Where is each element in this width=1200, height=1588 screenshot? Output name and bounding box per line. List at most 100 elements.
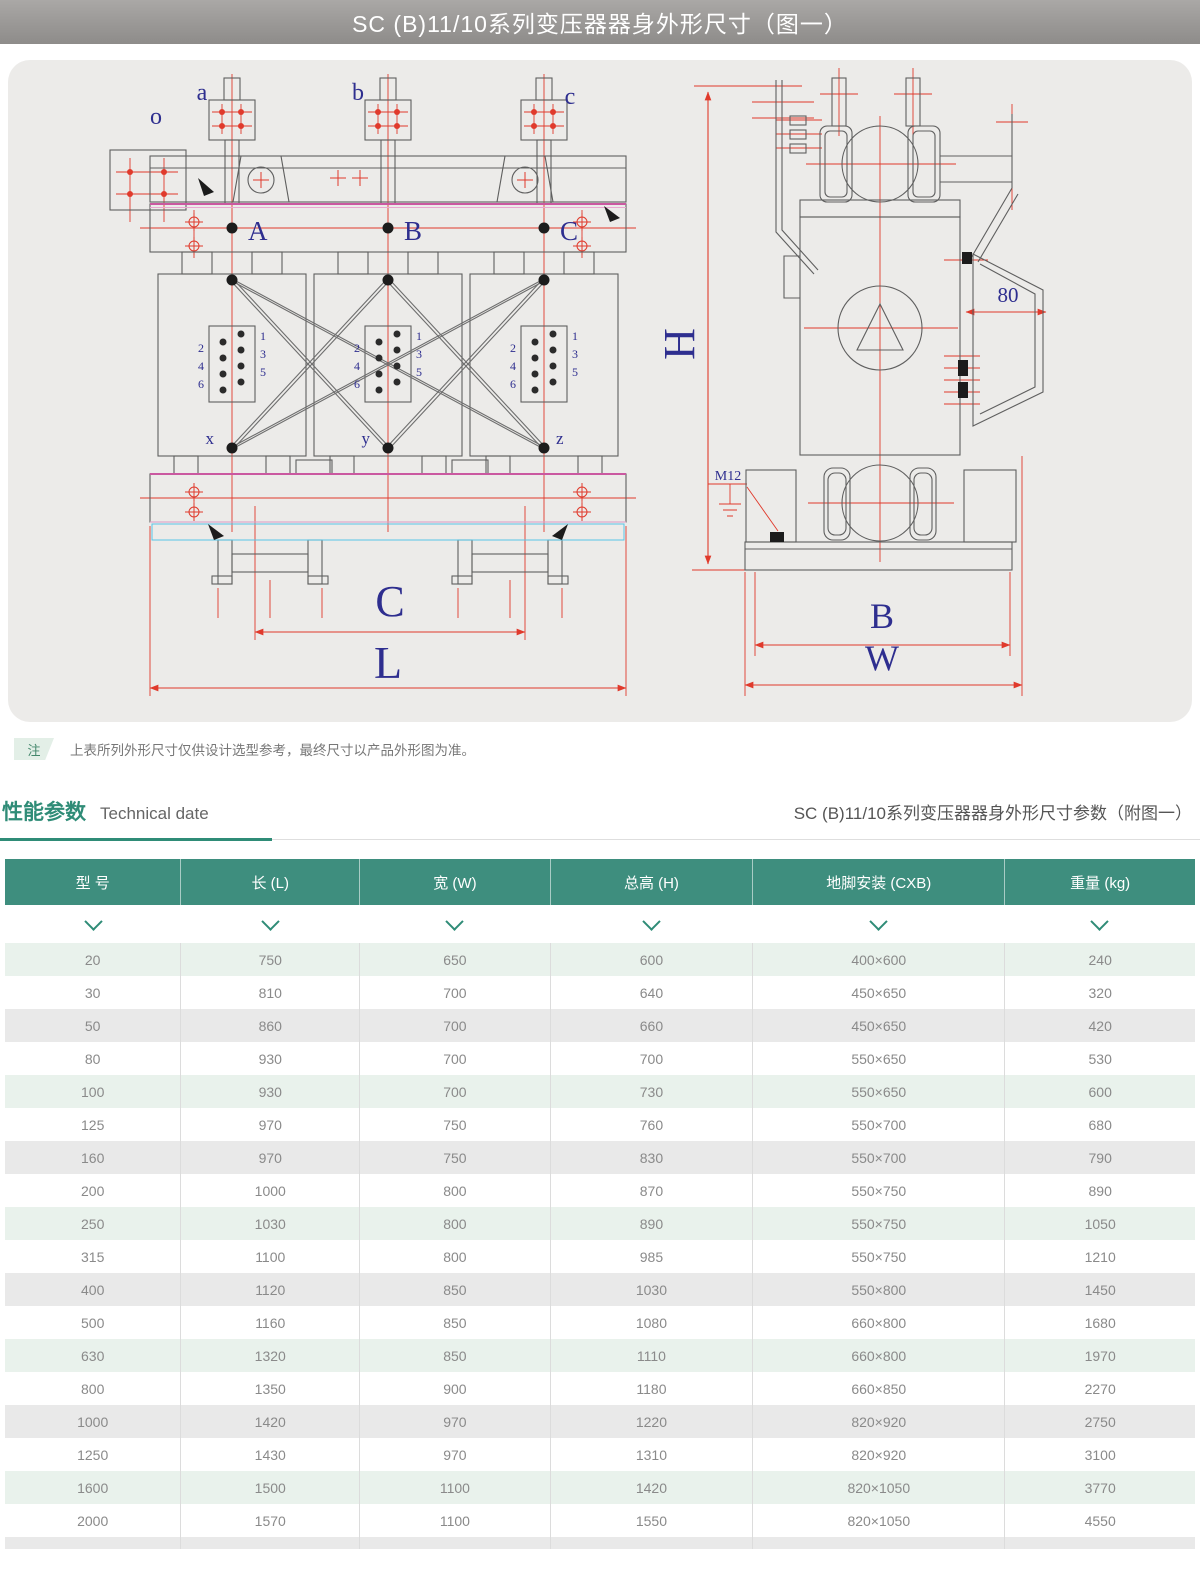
table-cell: 1100	[180, 1240, 359, 1273]
column-filter-chevron[interactable]	[181, 905, 360, 943]
table-cell	[359, 1537, 550, 1549]
table-cell: 985	[549, 1240, 752, 1273]
phase-label-B: B	[404, 216, 422, 246]
table-cell: 800	[359, 1207, 550, 1240]
chevron-down-icon	[83, 911, 103, 931]
table-cell: 1100	[359, 1471, 550, 1504]
table-cell: 890	[1004, 1174, 1195, 1207]
table-cell: 250	[81, 1215, 105, 1232]
column-filter-chevron[interactable]	[360, 905, 550, 943]
table-filter-row	[5, 905, 1195, 943]
note-row: 注 上表所列外形尺寸仅供设计选型参考，最终尺寸以产品外形图为准。	[14, 738, 1200, 760]
tap-number: 6	[354, 377, 360, 391]
table-row-partial	[5, 1537, 1195, 1549]
column-filter-chevron[interactable]	[550, 905, 752, 943]
table-cell: 750	[180, 943, 359, 976]
table-cell: 700	[359, 1009, 550, 1042]
column-filter-chevron[interactable]	[1005, 905, 1195, 943]
side-view: H 80 M12 B W	[655, 68, 1047, 696]
table-cell: 240	[1004, 943, 1195, 976]
col-header-weight: 重量 (kg)	[1004, 859, 1195, 905]
table-cell: 850	[359, 1273, 550, 1306]
table-cell: 550×650	[752, 1075, 1004, 1108]
dim-label-W: W	[865, 638, 899, 678]
table-cell: 1430	[180, 1438, 359, 1471]
table-cell: 3100	[1004, 1438, 1195, 1471]
section-subtitle: SC (B)11/10系列变压器器身外形尺寸参数（附图一）	[793, 804, 1192, 823]
tap-number: 6	[510, 377, 516, 391]
tap-number: 5	[260, 365, 266, 379]
tap-number: 3	[572, 347, 578, 361]
table-cell: 1570	[180, 1504, 359, 1537]
table-cell: 1550	[549, 1504, 752, 1537]
table-cell: 700	[359, 1075, 550, 1108]
table-cell: 820×920	[752, 1438, 1004, 1471]
table-cell: 1320	[180, 1339, 359, 1372]
page-title: SC (B)11/10系列变压器器身外形尺寸（图一）	[352, 11, 848, 37]
table-cell: 1600	[77, 1479, 109, 1496]
table-cell	[5, 1537, 180, 1549]
front-view: o a b c A B C x y z 2 4 6 1 3 5 2 4 6 1 …	[109, 74, 636, 696]
tap-number: 5	[572, 365, 578, 379]
note-tag: 注	[14, 738, 54, 760]
chevron-down-icon	[261, 911, 280, 931]
table-cell: 800	[81, 1380, 105, 1397]
tap-number: 3	[416, 347, 422, 361]
chevron-down-icon	[869, 911, 888, 931]
section-divider	[0, 838, 1200, 841]
col-header-foot-mount: 地脚安装 (CXB)	[752, 859, 1004, 905]
table-cell: 1310	[549, 1438, 752, 1471]
table-cell: 420	[1004, 1009, 1195, 1042]
table-cell: 530	[1004, 1042, 1195, 1075]
spec-table: 型 号 长 (L) 宽 (W) 总高 (H) 地脚安装 (CXB) 重量 (kg…	[5, 859, 1195, 1549]
table-cell: 200	[81, 1182, 105, 1199]
dim-label-80: 80	[998, 283, 1019, 307]
table-cell: 860	[180, 1009, 359, 1042]
chevron-down-icon	[1090, 911, 1109, 931]
table-cell: 660×800	[752, 1339, 1004, 1372]
table-cell: 400×600	[752, 943, 1004, 976]
table-cell: 1080	[549, 1306, 752, 1339]
neutral-label-y: y	[362, 429, 371, 448]
table-cell: 850	[359, 1306, 550, 1339]
table-cell: 970	[180, 1141, 359, 1174]
phase-label-C: C	[560, 216, 578, 246]
table-cell: 80	[84, 1050, 101, 1067]
neutral-label-x: x	[206, 429, 215, 448]
table-cell: 1030	[180, 1207, 359, 1240]
table-cell: 930	[180, 1075, 359, 1108]
table-cell: 100	[81, 1083, 105, 1100]
col-header-length: 长 (L)	[180, 859, 359, 905]
tap-number: 3	[260, 347, 266, 361]
table-cell: 600	[1004, 1075, 1195, 1108]
table-cell: 315	[81, 1248, 105, 1265]
table-cell: 1250	[77, 1446, 109, 1463]
table-cell	[752, 1537, 1004, 1549]
column-filter-chevron[interactable]	[752, 905, 1004, 943]
table-cell: 550×750	[752, 1207, 1004, 1240]
table-cell: 630	[81, 1347, 105, 1364]
tap-number: 4	[510, 359, 516, 373]
chevron-down-icon	[445, 911, 464, 931]
table-cell: 700	[549, 1042, 752, 1075]
table-cell: 1160	[180, 1306, 359, 1339]
table-cell: 550×700	[752, 1141, 1004, 1174]
terminal-label-b: b	[352, 80, 364, 106]
column-filter-chevron[interactable]	[5, 905, 181, 943]
table-cell: 660×800	[752, 1306, 1004, 1339]
table-cell: 1680	[1004, 1306, 1195, 1339]
table-cell: 2270	[1004, 1372, 1195, 1405]
table-cell: 400	[81, 1281, 105, 1298]
table-cell	[180, 1537, 359, 1549]
table-cell: 50	[84, 1017, 101, 1034]
